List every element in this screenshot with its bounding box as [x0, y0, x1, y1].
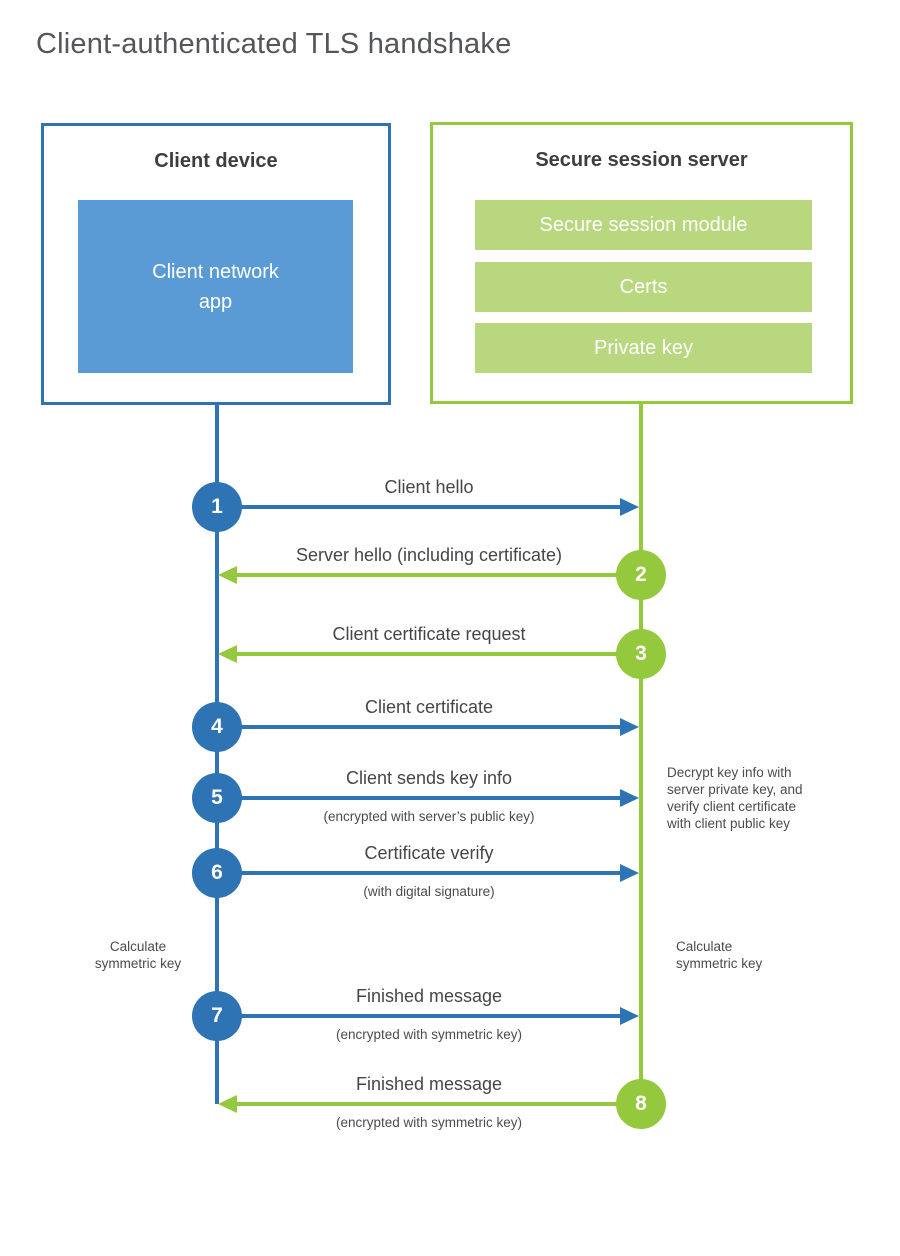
- client-device-header: Client device: [154, 150, 278, 172]
- arrow-shaft: [237, 1102, 641, 1106]
- message-label: Client certificate: [364, 697, 494, 717]
- page-title: Client-authenticated TLS handshake: [36, 28, 512, 60]
- step-circle-5: 5: [192, 773, 242, 823]
- arrow-right-icon: [620, 789, 639, 807]
- message-label: Server hello (including certificate): [295, 545, 563, 565]
- arrow-right-icon: [620, 498, 639, 516]
- step-number: 6: [211, 861, 223, 884]
- message-label: Client sends key info: [345, 768, 513, 788]
- arrow-right-icon: [620, 718, 639, 736]
- arrow-right-icon: [620, 1007, 639, 1025]
- arrow-shaft: [217, 505, 621, 509]
- arrow-shaft: [237, 652, 641, 656]
- message-label: Finished message: [355, 1074, 503, 1094]
- arrow-shaft: [217, 725, 621, 729]
- arrow-shaft: [217, 1014, 621, 1018]
- message-sublabel: (encrypted with server’s public key): [323, 809, 535, 824]
- calculate-symmetric-key-client: Calculate symmetric key: [94, 939, 182, 971]
- server-header: Secure session server: [535, 149, 748, 171]
- server-module-certs: Certs: [475, 262, 812, 312]
- step-number: 8: [635, 1092, 647, 1115]
- step-circle-1: 1: [192, 482, 242, 532]
- arrow-shaft: [217, 871, 621, 875]
- secure-session-server-box: Secure session server Secure session mod…: [430, 122, 853, 404]
- arrow-left-icon: [218, 1095, 237, 1113]
- message-sublabel: (encrypted with symmetric key): [335, 1027, 523, 1042]
- client-network-app-module: Client network app: [78, 200, 353, 373]
- step-number: 1: [211, 495, 223, 518]
- step-number: 3: [635, 642, 647, 665]
- server-decrypt-note: Decrypt key info with server private key…: [667, 765, 803, 831]
- arrow-right-icon: [620, 864, 639, 882]
- arrow-shaft: [217, 796, 621, 800]
- server-lifeline: [639, 404, 643, 1104]
- step-number: 7: [211, 1004, 223, 1027]
- step-circle-3: 3: [616, 629, 666, 679]
- message-label: Client hello: [384, 477, 474, 497]
- message-sublabel: (encrypted with symmetric key): [335, 1115, 523, 1130]
- step-circle-7: 7: [192, 991, 242, 1041]
- step-circle-4: 4: [192, 702, 242, 752]
- message-label: Finished message: [355, 986, 503, 1006]
- message-label: Certificate verify: [364, 843, 494, 863]
- client-lifeline: [215, 405, 219, 1104]
- message-sublabel: (with digital signature): [363, 884, 495, 899]
- arrow-shaft: [237, 573, 641, 577]
- arrow-left-icon: [218, 645, 237, 663]
- client-device-box: Client device Client network app: [41, 123, 391, 405]
- step-circle-2: 2: [616, 550, 666, 600]
- arrow-left-icon: [218, 566, 237, 584]
- step-number: 4: [211, 715, 223, 738]
- message-label: Client certificate request: [332, 624, 526, 644]
- step-circle-8: 8: [616, 1079, 666, 1129]
- server-module-secure-session: Secure session module: [475, 200, 812, 250]
- step-number: 5: [211, 786, 223, 809]
- calculate-symmetric-key-server: Calculate symmetric key: [676, 939, 763, 971]
- step-number: 2: [635, 563, 647, 586]
- step-circle-6: 6: [192, 848, 242, 898]
- server-module-private-key: Private key: [475, 323, 812, 373]
